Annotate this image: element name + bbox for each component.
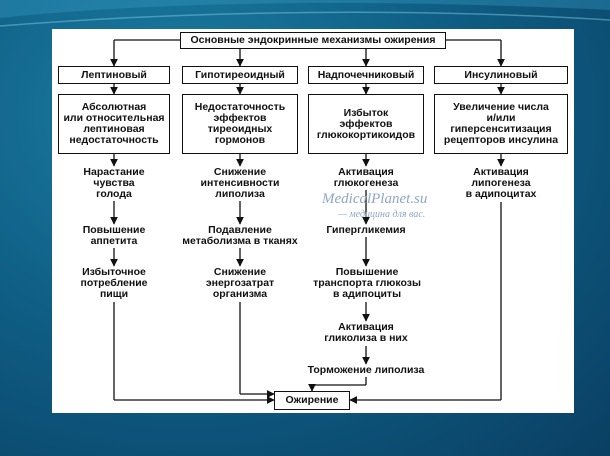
step-leptin-appetite: Повышение аппетита bbox=[64, 225, 164, 247]
step-hypothyroid-metabolism: Подавление метаболизма в тканях bbox=[172, 225, 308, 247]
diagram-panel: Основные эндокринные механизмы ожирения … bbox=[52, 29, 574, 413]
cause-box-insulin: Увеличение числа и/или гиперсенситизация… bbox=[434, 94, 568, 154]
diagram-title-box: Основные эндокринные механизмы ожирения bbox=[180, 32, 446, 49]
column-header-adrenal: Надпочечниковый bbox=[308, 66, 424, 84]
outcome-box: Ожирение bbox=[274, 391, 350, 410]
watermark-tagline: — медицина для вас. bbox=[338, 209, 426, 220]
cause-box-leptin: Абсолютная или относительная лептиновая … bbox=[58, 94, 170, 154]
step-adrenal-hyperglycemia: Гипергликемия bbox=[314, 225, 418, 236]
cause-box-hypothyroid: Недостаточность эффектов тиреоидных горм… bbox=[182, 94, 298, 154]
step-leptin-intake: Избыточное потребление пищи bbox=[64, 267, 164, 300]
column-header-insulin: Инсулиновый bbox=[434, 66, 568, 84]
step-hypothyroid-energy: Снижение энергозатрат организма bbox=[176, 267, 304, 300]
step-hypothyroid-lipolysis: Снижение интенсивности липолиза bbox=[176, 167, 304, 200]
diagram-canvas: Основные эндокринные механизмы ожирения … bbox=[52, 29, 574, 413]
connector-lines bbox=[110, 39, 505, 404]
step-adrenal-glycolysis: Активация гликолиза в них bbox=[314, 322, 418, 344]
column-header-hypothyroid: Гипотиреоидный bbox=[182, 66, 298, 84]
column-header-leptin: Лептиновый bbox=[58, 66, 170, 84]
watermark-site: MedicalPlanet.su bbox=[322, 191, 428, 207]
step-leptin-hunger: Нарастание чувства голода bbox=[64, 167, 164, 200]
step-adrenal-glucogenesis: Активация глюкогенеза bbox=[314, 167, 418, 189]
step-adrenal-glucose-transport: Повышение транспорта глюкозы в адипоциты bbox=[302, 267, 432, 300]
step-insulin-lipogenesis: Активация липогенеза в адипоцитах bbox=[444, 167, 558, 200]
cause-box-adrenal: Избыток эффектов глюкокортикоидов bbox=[308, 94, 424, 154]
step-adrenal-lipolysis-inhibition: Торможение липолиза bbox=[296, 365, 436, 376]
